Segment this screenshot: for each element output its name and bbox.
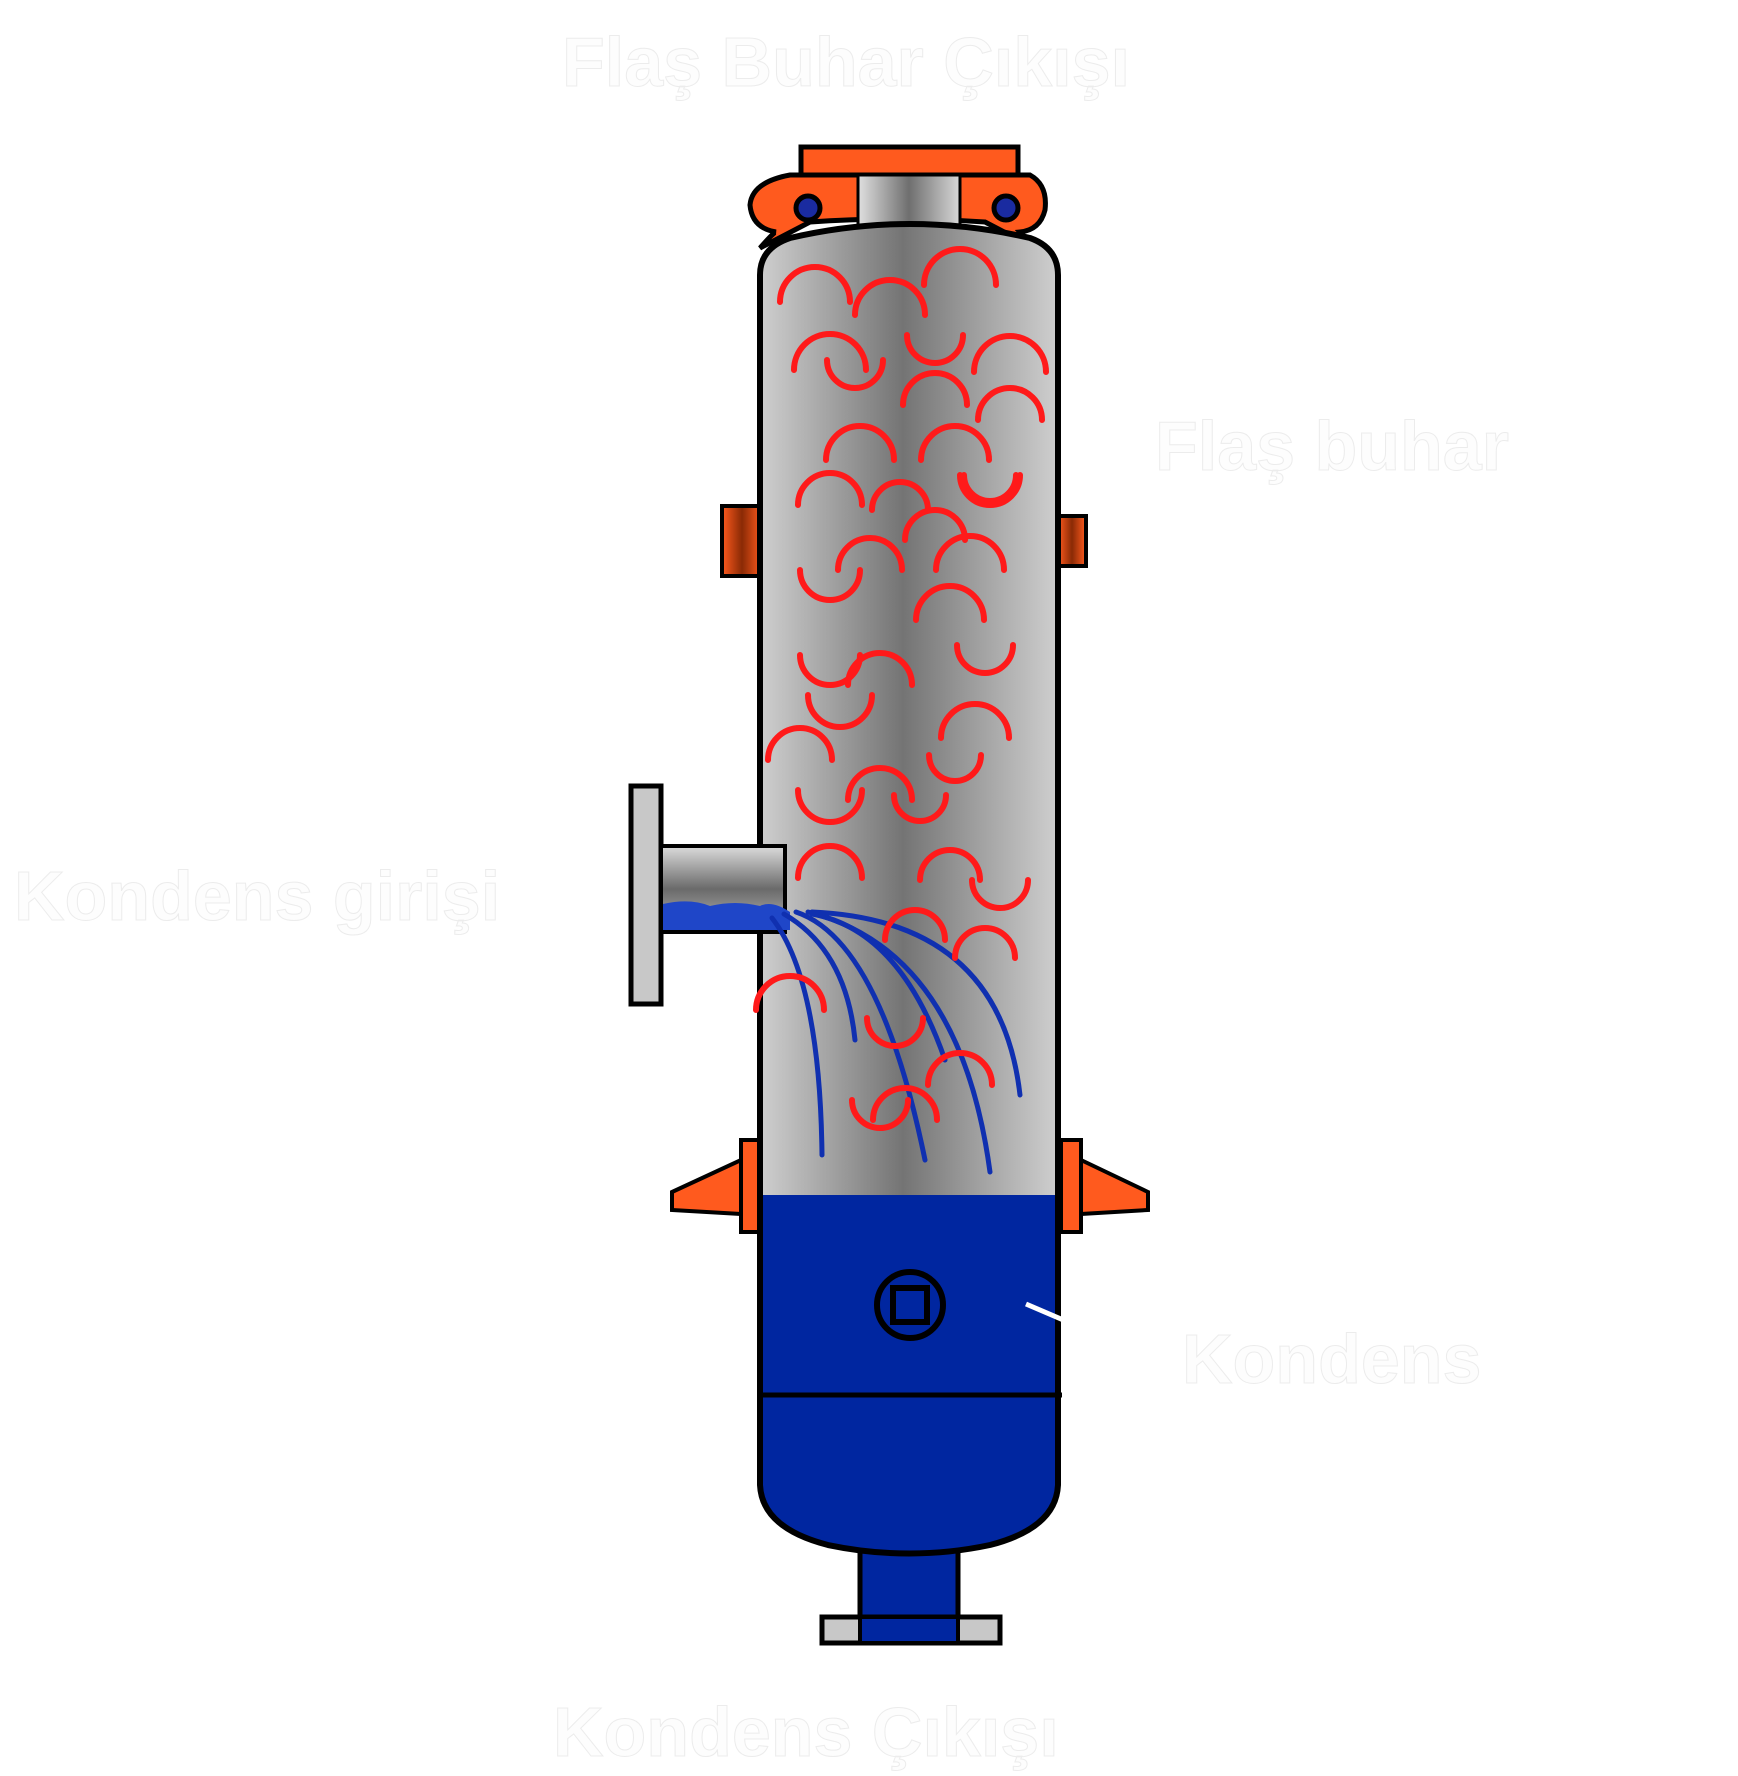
- top-outlet-flange: [798, 144, 1021, 178]
- vapor-arc: [969, 877, 1031, 911]
- vapor-arc: [925, 1050, 995, 1088]
- vapor-arc: [954, 642, 1016, 676]
- vapor-arc: [961, 472, 1019, 504]
- vapor-arc: [918, 423, 992, 463]
- vessel-shell: [757, 221, 1069, 1557]
- vapor-arc: [904, 332, 966, 366]
- top-outlet-pipe: [856, 173, 962, 229]
- vapor-space: [760, 224, 1058, 1195]
- support-lug-left: [670, 1138, 763, 1234]
- vapor-arc: [824, 357, 886, 391]
- vapor-arc: [795, 787, 865, 825]
- liquid-space: [760, 1195, 1058, 1554]
- vapor-arc: [975, 385, 1045, 423]
- side-nozzle-right: [1056, 514, 1088, 568]
- flash-vapor-arcs: [753, 246, 1049, 1131]
- vapor-arc: [938, 701, 1012, 741]
- vapor-arc: [805, 692, 875, 730]
- vapor-arc: [917, 847, 983, 883]
- vapor-arc: [795, 843, 865, 881]
- side-nozzle-left: [720, 504, 764, 578]
- lifting-lug-hole-left: [793, 193, 823, 223]
- bottom-outlet-assembly: [819, 1537, 1003, 1646]
- vapor-arc: [777, 264, 853, 305]
- vapor-arc: [845, 765, 915, 803]
- vapor-arc: [791, 331, 869, 373]
- label-condensate: Kondens: [1182, 1320, 1481, 1398]
- vapor-arc: [921, 246, 999, 288]
- vapor-arc: [926, 752, 984, 784]
- vapor-arc: [902, 507, 968, 543]
- vapor-arc: [765, 725, 835, 763]
- vapor-arc: [835, 535, 905, 573]
- top-outlet-assembly: [747, 144, 1048, 251]
- vapor-arc: [882, 907, 948, 943]
- vapor-arc: [913, 583, 987, 623]
- vapor-arc: [971, 333, 1049, 375]
- vapor-arc: [870, 1085, 940, 1123]
- inlet-flange: [628, 783, 664, 1007]
- vapor-arc: [845, 650, 915, 688]
- vapor-arc: [933, 533, 1007, 573]
- condensate-pointer: [1025, 1301, 1069, 1325]
- vapor-arc: [891, 792, 949, 824]
- label-condensate-inlet: Kondens girişi: [14, 857, 500, 935]
- vapor-arc: [864, 1015, 926, 1049]
- vapor-arc: [797, 567, 863, 603]
- condensate-spray: [769, 909, 1023, 1175]
- lifting-lug-hole-right: [991, 193, 1021, 223]
- label-condensate-outlet: Kondens Çıkışı: [553, 1693, 1059, 1771]
- vapor-arc: [852, 277, 928, 318]
- vapor-arc: [957, 472, 1023, 508]
- vapor-arc: [900, 370, 970, 408]
- vapor-arc: [753, 973, 827, 1013]
- vapor-arc: [952, 925, 1018, 961]
- inlet-liquid-flow: [663, 901, 790, 930]
- level-gauge-icon: [874, 1269, 946, 1341]
- vapor-arc: [849, 1097, 911, 1131]
- vapor-arc: [823, 423, 897, 463]
- label-flash-vapor: Flaş buhar: [1155, 407, 1509, 485]
- vapor-arc: [869, 479, 931, 513]
- vapor-arc: [797, 652, 863, 688]
- inlet-nozzle-assembly: [628, 783, 790, 1007]
- support-lug-right: [1059, 1138, 1150, 1234]
- label-vapor-outlet: Flaş Buhar Çıkışı: [562, 23, 1130, 101]
- vapor-arc: [795, 470, 865, 508]
